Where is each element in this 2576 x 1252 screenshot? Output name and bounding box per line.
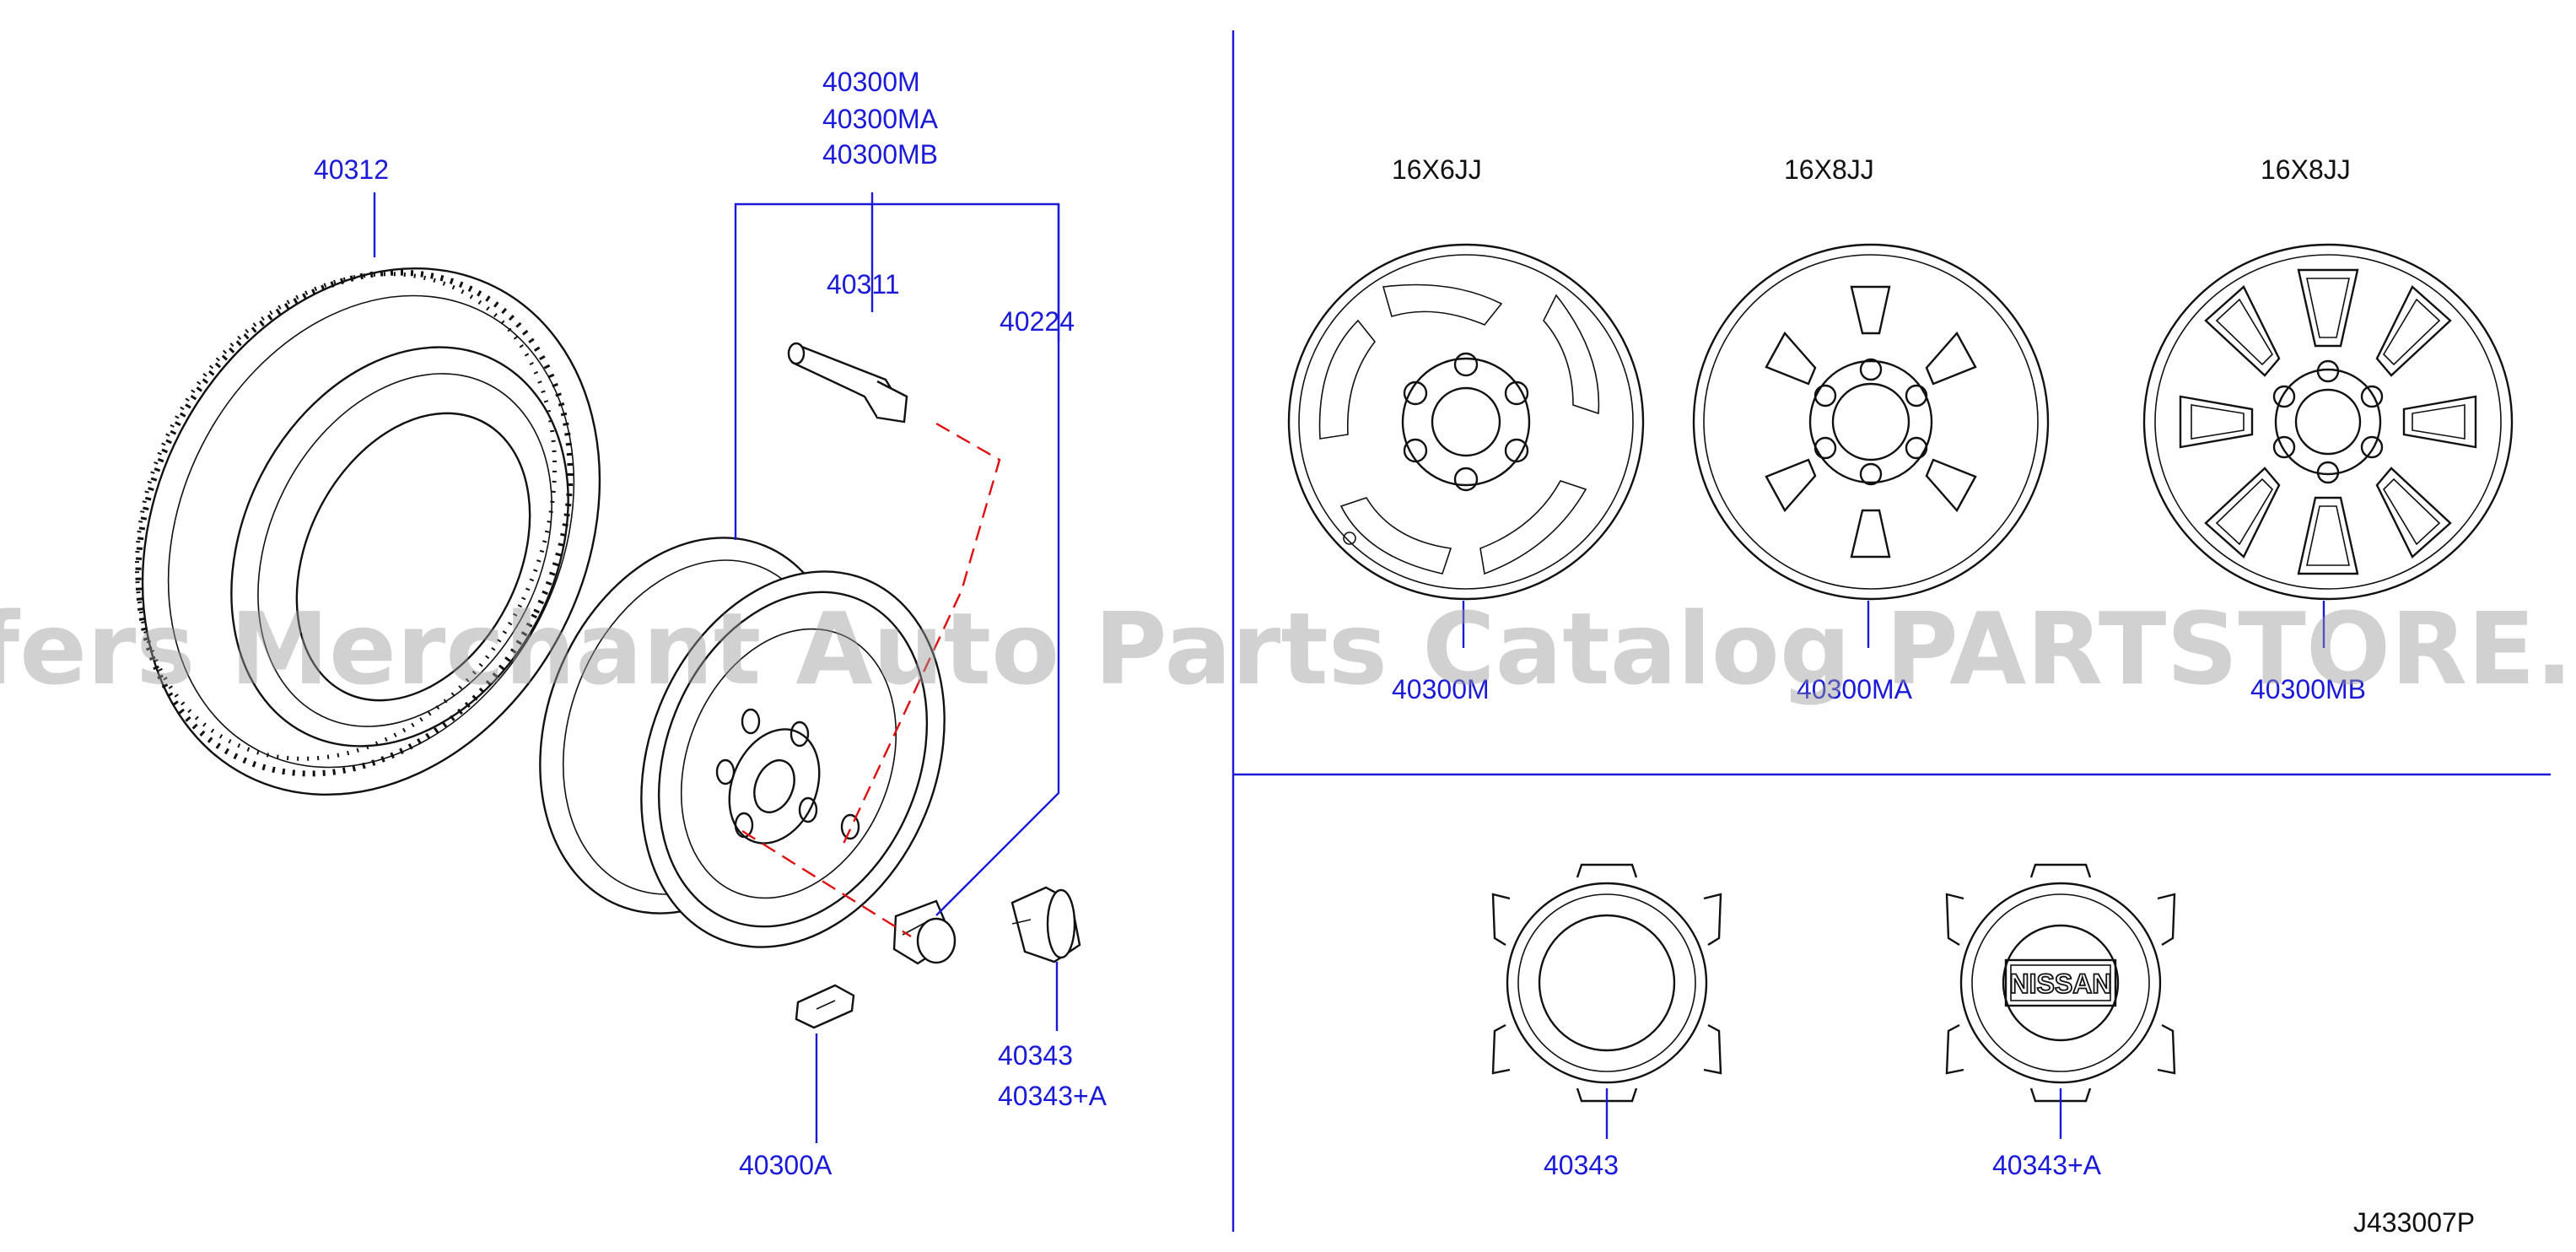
- valve-stem-drawing[interactable]: [787, 342, 908, 424]
- label-weight: 40300A: [739, 1150, 833, 1180]
- wheel-variant-3-drawing[interactable]: [2142, 243, 2514, 601]
- wheel-3-part: 40300MB: [2250, 674, 2366, 704]
- drawing-code: J433007P: [2353, 1207, 2475, 1238]
- lug-nut-drawing[interactable]: [892, 899, 957, 965]
- wheel-variant-1-drawing[interactable]: [1287, 243, 1645, 601]
- balance-weight-drawing[interactable]: [795, 984, 855, 1029]
- center-cap-small-drawing[interactable]: [1010, 886, 1081, 963]
- wheel-variant-2-drawing[interactable]: [1692, 243, 2050, 601]
- center-cap-1-drawing[interactable]: [1491, 863, 1722, 1103]
- nissan-emblem: NISSAN: [2010, 969, 2112, 999]
- wheel-3-size: 16X8JJ: [2261, 154, 2351, 185]
- watermark: Offers Merchant Auto Parts Catalog PARTS…: [0, 591, 2576, 707]
- label-wheel-2: 40300MA: [822, 104, 939, 134]
- assembly-line-nut: [741, 829, 912, 938]
- cap-2-part: 40343+A: [1992, 1150, 2102, 1180]
- wheel-drawing[interactable]: [486, 492, 999, 993]
- label-cap-small-2: 40343+A: [998, 1081, 1107, 1111]
- label-valve: 40311: [827, 269, 900, 300]
- label-wheel-1: 40300M: [822, 67, 920, 97]
- cap-1-part: 40343: [1544, 1150, 1619, 1180]
- wheel-2-part: 40300MA: [1797, 674, 1913, 704]
- wheel-1-size: 16X6JJ: [1392, 154, 1482, 185]
- assembly-line-valve: [842, 422, 1001, 845]
- tire-drawing[interactable]: [55, 190, 687, 874]
- label-wheel-3: 40300MB: [822, 139, 938, 170]
- center-cap-2-drawing[interactable]: [1945, 863, 2176, 1103]
- label-cap-small-1: 40343: [998, 1040, 1073, 1071]
- label-tire: 40312: [314, 154, 389, 185]
- wheel-1-part: 40300M: [1392, 674, 1490, 704]
- label-nut: 40224: [1000, 306, 1075, 337]
- wheel-2-size: 16X8JJ: [1784, 154, 1874, 185]
